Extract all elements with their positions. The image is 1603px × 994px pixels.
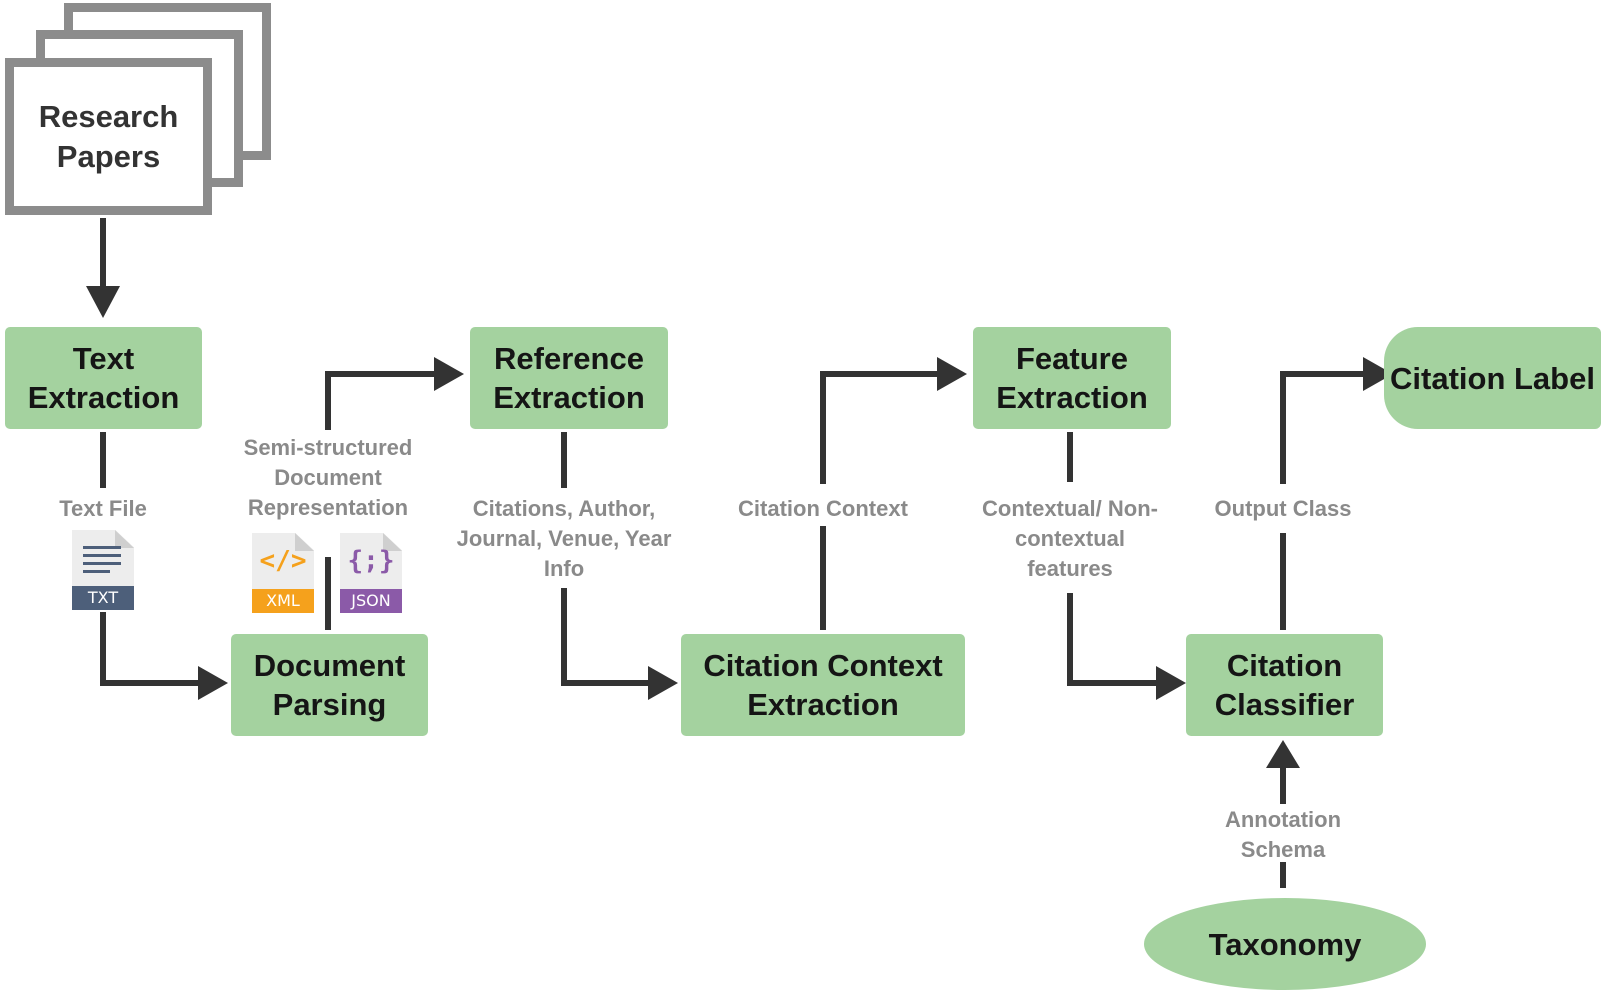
json-tag: JSON: [340, 589, 402, 613]
research-papers-input: Research Papers: [5, 58, 212, 215]
text-lines-icon: [83, 546, 121, 578]
arrow-document-parsing-to-reference-extraction: [325, 371, 438, 630]
research-papers-label: Research Papers: [38, 98, 179, 174]
txt-tag: TXT: [72, 586, 134, 610]
citation-label-label: Citation Label: [1390, 360, 1595, 396]
feature-extraction-node: Feature Extraction: [973, 327, 1171, 429]
json-file-icon: {;} JSON: [340, 533, 402, 613]
edge-label-output-class: Output Class: [1214, 496, 1352, 521]
edge-label-citations-info: Citations, Author, Journal, Venue, Year …: [456, 496, 672, 581]
taxonomy-label: Taxonomy: [1208, 926, 1362, 962]
arrowhead-right-feature-extraction: [937, 357, 967, 391]
code-icon: </>: [259, 546, 307, 576]
reference-extraction-node: Reference Extraction: [470, 327, 668, 429]
text-extraction-label: Text Extraction: [27, 341, 180, 415]
arrowhead-right-citation-label: [1363, 357, 1393, 391]
citation-context-extraction-label: Citation Context Extraction: [703, 648, 943, 722]
arrow-references-to-citation-context-extraction: [561, 588, 652, 686]
edge-label-citation-context: Citation Context: [738, 496, 908, 521]
edge-label-contextual-features: Contextual/ Non-contextual features: [982, 496, 1158, 581]
edge-label-semi-structured: Semi-structured Document Representation: [243, 435, 413, 520]
arrow-citation-classifier-to-citation-label: [1280, 371, 1367, 630]
edge-label-annotation-schema: Annotation Schema: [1224, 807, 1342, 862]
arrowhead-right-reference-extraction: [434, 357, 464, 391]
arrowhead-right-citation-classifier: [1156, 666, 1186, 700]
arrowhead-right-citation-context-extraction: [648, 666, 678, 700]
edge-label-text-file: Text File: [59, 496, 147, 521]
text-extraction-node: Text Extraction: [5, 327, 202, 429]
arrow-citation-context-to-feature-extraction: [820, 371, 941, 630]
arrow-features-to-citation-classifier: [1067, 593, 1160, 686]
document-parsing-label: Document Parsing: [253, 648, 406, 722]
arrowhead-up-citation-classifier: [1266, 740, 1300, 768]
taxonomy-node: Taxonomy: [1144, 898, 1426, 990]
reference-extraction-label: Reference Extraction: [493, 341, 645, 415]
arrow-text-file-to-document-parsing: [100, 612, 202, 686]
citation-classifier-label: Citation Classifier: [1214, 648, 1355, 722]
braces-icon: {;}: [347, 546, 395, 576]
citation-context-extraction-node: Citation Context Extraction: [681, 634, 965, 736]
citation-label-node: Citation Label: [1384, 327, 1601, 429]
document-parsing-node: Document Parsing: [231, 634, 428, 736]
xml-tag: XML: [252, 589, 314, 613]
arrowhead-right-document-parsing: [198, 666, 228, 700]
feature-extraction-label: Feature Extraction: [996, 341, 1148, 415]
arrowhead-down-text-extraction: [86, 286, 120, 318]
txt-file-icon: TXT: [72, 530, 134, 610]
citation-classifier-node: Citation Classifier: [1186, 634, 1383, 736]
xml-file-icon: </> XML: [252, 533, 314, 613]
